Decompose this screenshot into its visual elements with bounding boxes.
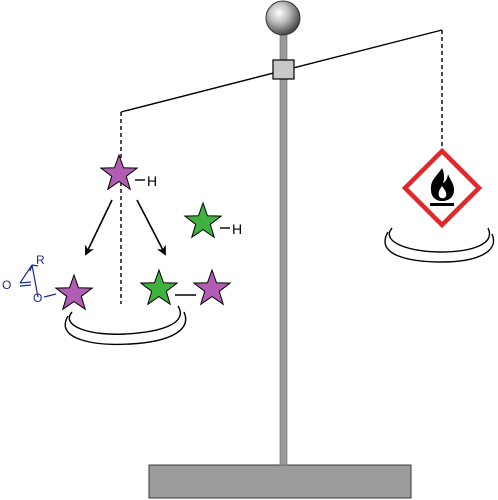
arrow-right (136, 199, 166, 256)
ester-o-carbonyl-label: O (2, 278, 11, 292)
ester-o-link-label: O (33, 291, 42, 305)
h-label-top: H (147, 173, 157, 189)
scale-pole (279, 33, 288, 466)
right-pan (384, 227, 495, 263)
arrow-left (84, 199, 113, 256)
pivot-block-icon (272, 59, 295, 80)
green-star-pan (139, 268, 179, 306)
ester-group (19, 264, 57, 298)
left-pan (64, 305, 187, 346)
magenta-star-pan-left (54, 273, 94, 311)
magenta-star-pan-right (192, 268, 232, 306)
sphere-knob-icon (265, 0, 301, 36)
magenta-star-top (99, 153, 139, 191)
scale-base (148, 464, 412, 499)
h-label-green: H (232, 221, 242, 237)
ester-r-label: R (36, 253, 45, 267)
flammable-ghs-pictogram (401, 147, 483, 229)
green-star-floating (183, 201, 223, 239)
